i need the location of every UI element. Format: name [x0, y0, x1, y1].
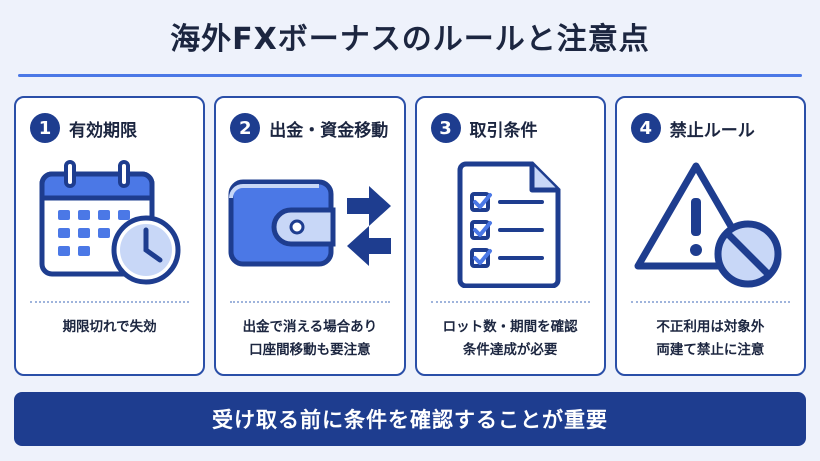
card-description-line: 両建て禁止に注意	[656, 342, 765, 358]
calendar-clock-icon	[16, 154, 203, 292]
warning-prohibited-icon	[617, 154, 804, 292]
card-number: 3	[430, 113, 461, 143]
card-description-line: ロット数・期間を確認	[442, 319, 578, 335]
card-number: 4	[630, 113, 661, 143]
card-title: 禁止ルール	[669, 120, 755, 141]
summary-banner: 受け取る前に条件を確認することが重要	[14, 392, 806, 446]
card-description-line: 条件達成が必要	[462, 342, 558, 358]
card-title: 出金・資金移動	[269, 120, 389, 141]
card-title: 有効期限	[69, 120, 137, 141]
page-title: 海外FXボーナスのルールと注意点	[170, 22, 650, 57]
card-description-line: 口座間移動も要注意	[249, 342, 371, 358]
card-description: 期限切れで失効	[22, 316, 197, 339]
card-description-line: 不正利用は対象外	[656, 319, 765, 335]
card-divider	[30, 301, 190, 303]
card-number: 1	[30, 113, 60, 143]
rule-cards: 1 有効期限 期限切れで失効	[14, 96, 806, 376]
checklist-document-icon	[417, 154, 604, 292]
card-description-line: 出金で消える場合あり	[242, 319, 378, 335]
card-header: 2 出金・資金移動	[230, 112, 388, 144]
card-title: 取引条件	[469, 120, 538, 141]
card-description: 不正利用は対象外 両建て禁止に注意	[623, 316, 798, 362]
card-divider	[430, 301, 590, 303]
title-divider	[18, 74, 802, 77]
card-withdrawal: 2 出金・資金移動 出金で消える場合あり 口座間移動も要注意	[214, 96, 406, 376]
card-description: ロット数・期間を確認 条件達成が必要	[423, 316, 598, 362]
card-divider	[630, 301, 790, 303]
card-header: 1 有効期限	[30, 112, 137, 144]
card-trading-conditions: 3 取引条件	[414, 96, 606, 376]
card-description: 出金で消える場合あり 口座間移動も要注意	[222, 316, 397, 362]
card-expiry: 1 有効期限 期限切れで失効	[14, 96, 206, 376]
card-header: 4 禁止ルール	[630, 112, 755, 144]
card-header: 3 取引条件	[430, 112, 538, 144]
card-prohibited: 4 禁止ルール 不正利用は対象外 両建て禁止に注意	[614, 96, 806, 376]
wallet-transfer-icon	[216, 154, 403, 292]
card-number: 2	[230, 113, 261, 143]
card-divider	[230, 301, 390, 303]
card-description-line: 期限切れで失効	[62, 319, 157, 335]
